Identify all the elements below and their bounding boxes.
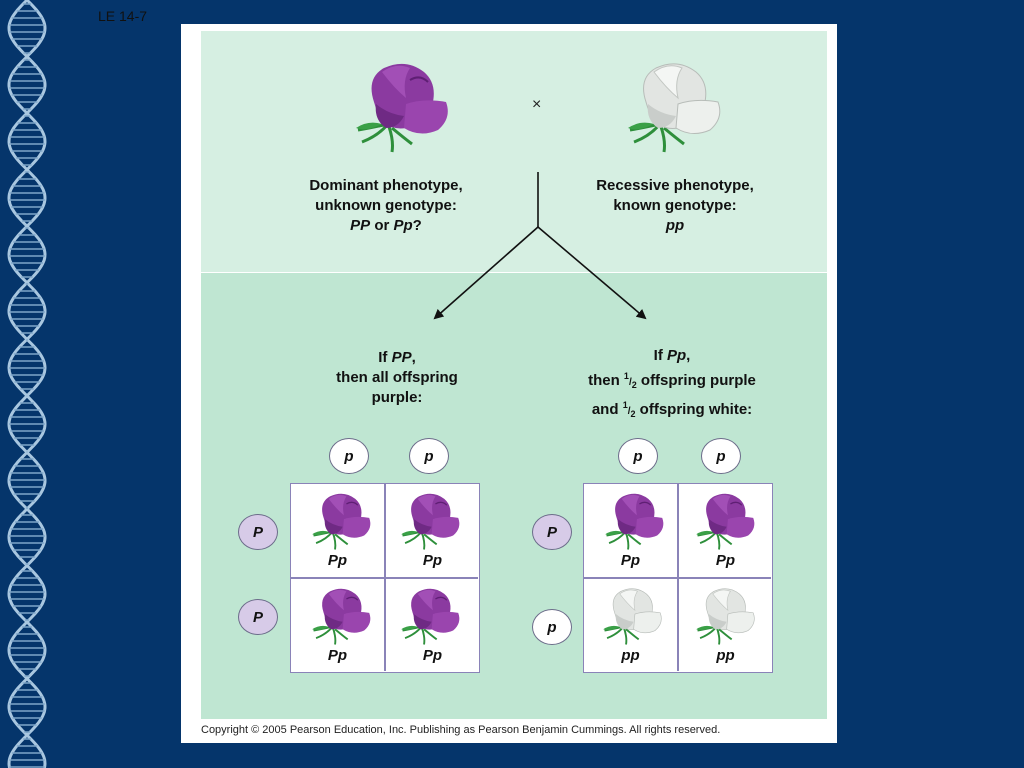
purple-flower-parent (348, 58, 458, 156)
purple-flower-icon (691, 490, 761, 552)
punnett-square-left: Pp Pp Pp Pp (290, 483, 480, 673)
purple-flower-icon (396, 585, 466, 647)
cross-symbol: × (532, 96, 542, 113)
dominant-parent-caption: Dominant phenotype, unknown genotype: PP… (309, 177, 463, 234)
purple-flower-icon (600, 490, 670, 552)
white-flower-parent (620, 58, 730, 156)
white-flower-icon (598, 585, 668, 647)
gamete-top-left-1: p (329, 438, 369, 474)
punnett-cell: Pp (291, 579, 384, 672)
punnett-cell: pp (679, 579, 772, 672)
purple-flower-icon (307, 490, 377, 552)
gamete-side-right-1: P (532, 514, 572, 550)
punnett-cell: Pp (386, 579, 479, 672)
punnett-square-right: Pp Pp pp pp (583, 483, 773, 673)
if-heterozygous-caption: If Pp, then 1/2 offspring purple and 1/2… (588, 347, 756, 419)
one-half-fraction: 1/2 (622, 400, 636, 419)
branching-arrows (433, 172, 647, 320)
gamete-top-left-2: p (409, 438, 449, 474)
gamete-top-right-1: p (618, 438, 658, 474)
copyright-notice: Copyright © 2005 Pearson Education, Inc.… (201, 724, 721, 736)
slide-label: LE 14-7 (98, 8, 148, 24)
one-half-fraction: 1/2 (623, 371, 637, 390)
recessive-parent-caption: Recessive phenotype, known genotype: pp (596, 177, 754, 234)
parent-generation-area (201, 31, 827, 272)
gamete-side-left-1: P (238, 514, 278, 550)
gamete-side-right-2: p (532, 609, 572, 645)
punnett-cell: Pp (679, 484, 772, 577)
white-flower-icon (691, 585, 761, 647)
punnett-cell: Pp (291, 484, 384, 577)
punnett-cell: Pp (386, 484, 479, 577)
punnett-cell: Pp (584, 484, 677, 577)
purple-flower-icon (307, 585, 377, 647)
purple-flower-icon (396, 490, 466, 552)
gamete-side-left-2: P (238, 599, 278, 635)
if-homozygous-caption: If PP, then all offspring purple: (336, 349, 458, 406)
punnett-cell: pp (584, 579, 677, 672)
dna-border-decoration (0, 0, 60, 768)
gamete-top-right-2: p (701, 438, 741, 474)
